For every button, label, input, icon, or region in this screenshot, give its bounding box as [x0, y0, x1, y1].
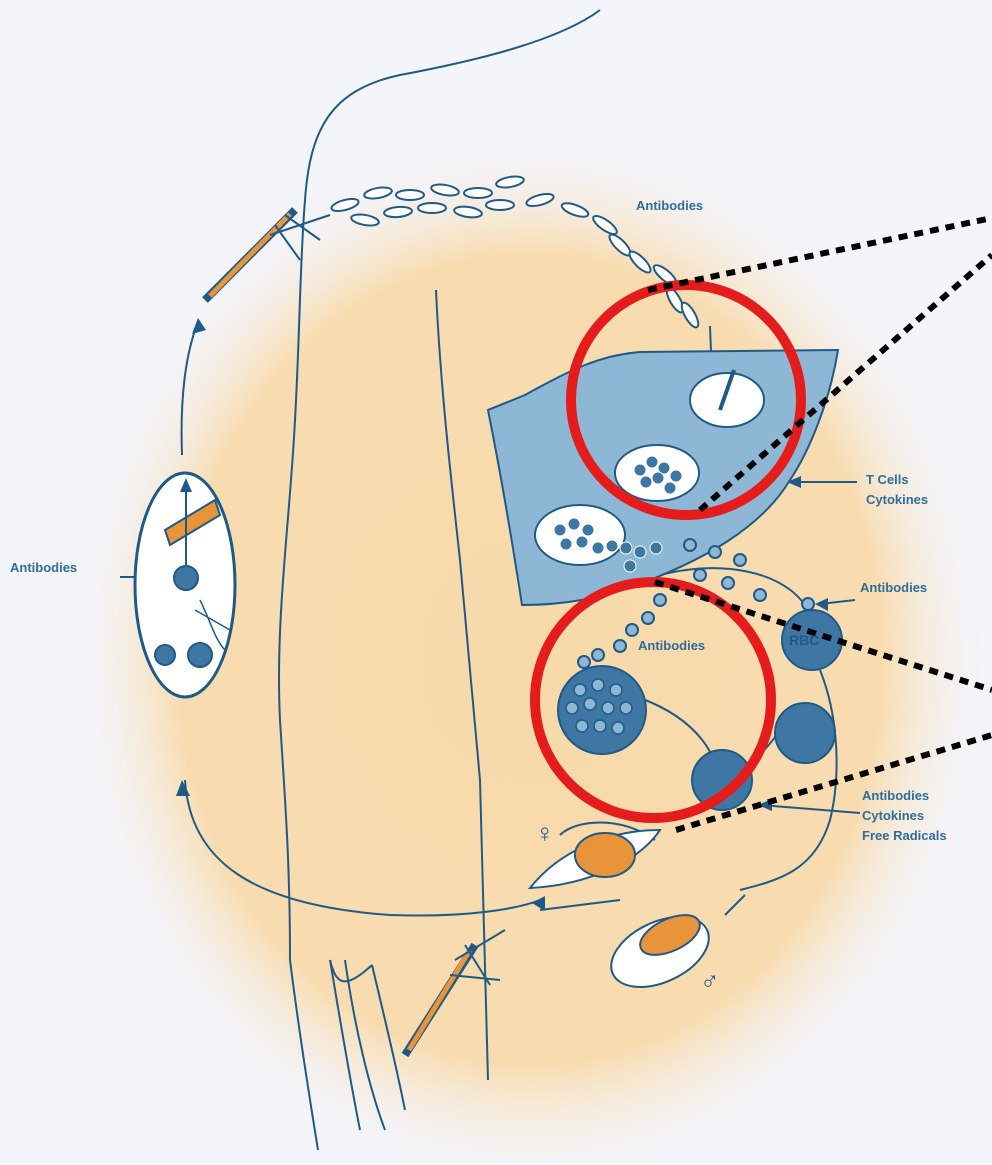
male-symbol: ♂ [700, 965, 720, 995]
label-antibodies-bottom: Antibodies [862, 786, 947, 806]
label-cytokines-bottom: Cytokines [862, 806, 947, 826]
label-free-radicals: Free Radicals [862, 826, 947, 846]
label-t-cells: T Cells [866, 470, 928, 490]
mosquito-stage-ellipse [135, 473, 235, 697]
label-tcells-cytokines: T Cells Cytokines [866, 470, 928, 510]
label-rbc: RBC [789, 630, 819, 650]
label-cytokines-liver: Cytokines [866, 490, 928, 510]
label-antibodies-inner: Antibodies [638, 636, 705, 656]
female-symbol: ♀ [535, 818, 555, 848]
label-antibodies-left: Antibodies [10, 558, 77, 578]
label-antibodies-rbc: Antibodies [860, 578, 927, 598]
label-antibodies-top: Antibodies [636, 196, 703, 216]
label-antibodies-cytokines-radicals: Antibodies Cytokines Free Radicals [862, 786, 947, 846]
